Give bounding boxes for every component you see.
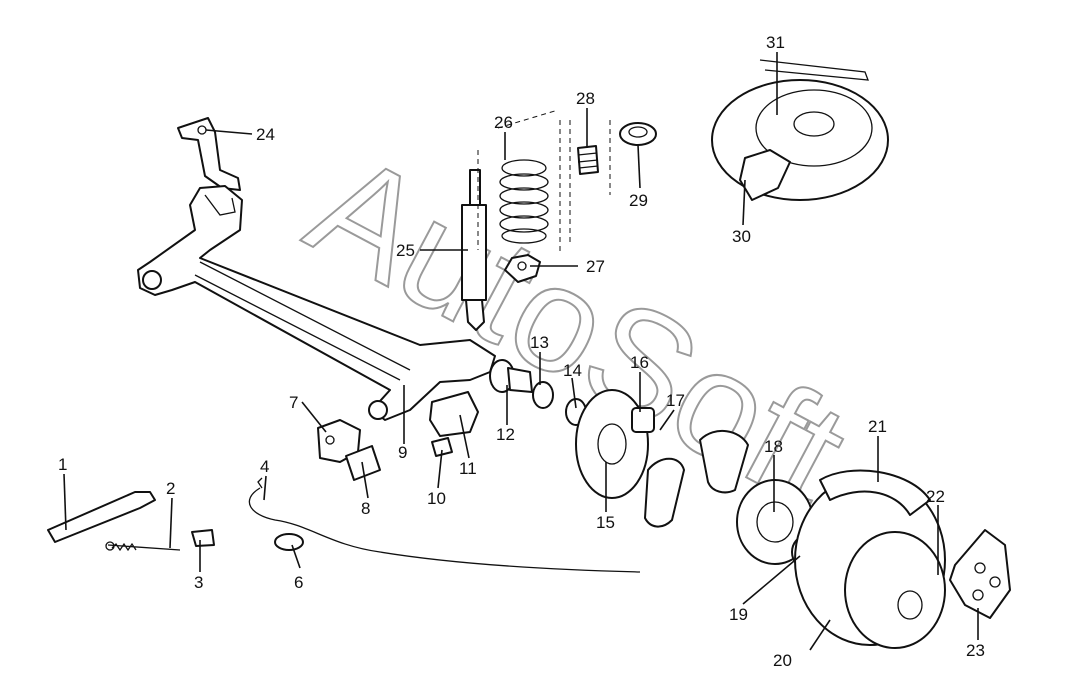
callout-23: 23 [966, 641, 985, 660]
callout-31: 31 [766, 33, 785, 52]
part-27-spring-seat [504, 254, 541, 283]
callout-26: 26 [494, 113, 513, 132]
callout-3: 3 [194, 573, 203, 592]
part-4-handbrake-cable [248, 477, 641, 573]
part-25-shock-absorber [461, 169, 487, 331]
part-21-tyre [819, 469, 931, 516]
part-12-stub-axle [489, 359, 533, 393]
callout-8: 8 [361, 499, 370, 518]
callout-14: 14 [563, 361, 582, 380]
part-15-backing-plate [575, 389, 649, 499]
callout-19: 19 [729, 605, 748, 624]
part-2-spring [105, 541, 181, 552]
part-6-grommet [274, 533, 304, 551]
callout-9: 9 [398, 443, 407, 462]
callout-13: 13 [530, 333, 549, 352]
part-29-top-mount [619, 122, 657, 146]
part-10-bolt [431, 437, 453, 457]
part-23-wheel-cover [949, 529, 1011, 619]
callout-21: 21 [868, 417, 887, 436]
callout-25: 25 [396, 241, 415, 260]
callout-15: 15 [596, 513, 615, 532]
callout-16: 16 [630, 353, 649, 372]
callout-12: 12 [496, 425, 515, 444]
callout-18: 18 [764, 437, 783, 456]
part-26-coil-spring [477, 109, 561, 255]
callout-labels: 1 2 3 4 6 7 8 9 10 11 12 13 14 15 16 17 … [58, 33, 985, 670]
part-22-wheel-rim [844, 531, 946, 649]
part-17-brake-shoes [644, 430, 749, 528]
part-30-31-spare-wheel [711, 59, 889, 201]
callout-28: 28 [576, 89, 595, 108]
part-28-bump-stop [569, 120, 611, 245]
part-11-brake-regulator [429, 391, 479, 437]
callout-10: 10 [427, 489, 446, 508]
callout-6: 6 [294, 573, 303, 592]
callout-2: 2 [166, 479, 175, 498]
callout-4: 4 [260, 457, 269, 476]
callout-17: 17 [666, 391, 685, 410]
callout-1: 1 [58, 455, 67, 474]
part-13-bearing [532, 381, 554, 409]
callout-22: 22 [926, 487, 945, 506]
leader-lines [63, 52, 979, 651]
rear-axle-beam [137, 185, 496, 421]
callout-24: 24 [256, 125, 275, 144]
callout-27: 27 [586, 257, 605, 276]
callout-30: 30 [732, 227, 751, 246]
part-8-plate [345, 445, 381, 481]
part-24-bracket [177, 117, 241, 191]
callout-29: 29 [629, 191, 648, 210]
callout-7: 7 [289, 393, 298, 412]
part-1-handbrake-lever [47, 491, 156, 543]
part-16-wheel-cylinder [631, 407, 655, 433]
callout-11: 11 [459, 459, 477, 478]
callout-20: 20 [773, 651, 792, 670]
part-3-clip [191, 529, 215, 547]
